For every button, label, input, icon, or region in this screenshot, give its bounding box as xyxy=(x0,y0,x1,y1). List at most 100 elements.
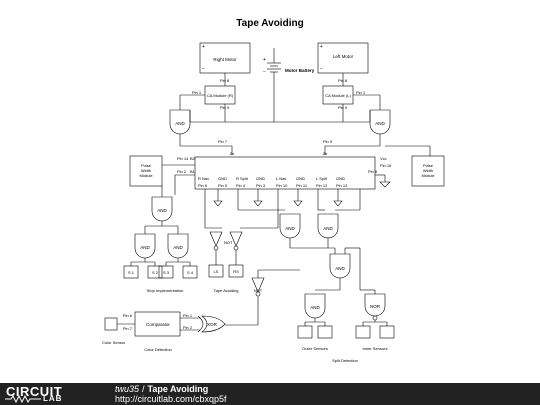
comparator-box xyxy=(134,311,181,337)
nor-gate-label: NOR xyxy=(370,304,381,309)
sensor-label: R Nav xyxy=(198,176,209,181)
and-gate-outer xyxy=(304,293,326,319)
ca-module-l-label: CA Module (L) xyxy=(325,93,351,98)
footer-url-link[interactable]: http://circuitlab.com/cbxqp5f xyxy=(115,394,227,404)
pin-label: Pin 7 xyxy=(218,139,228,144)
pwm-box-right xyxy=(411,155,445,187)
pin-label: Pin 13 xyxy=(336,183,348,188)
ground-symbol xyxy=(253,200,263,207)
pin-label: Pin 2 xyxy=(183,325,193,330)
section-inner-sensors: Inner Sensors xyxy=(363,346,388,351)
inner-sensor-box xyxy=(355,325,371,339)
net-label-zx: Zx xyxy=(230,151,234,156)
section-split-detection: Split Detection xyxy=(332,358,358,363)
and-gate-label: AND xyxy=(310,305,320,310)
sensor-label: GND xyxy=(296,176,305,181)
pwm-left-line1: Pulse xyxy=(141,163,152,168)
pin-label: Pin 3 xyxy=(256,183,266,188)
pin-label: Pin 1 xyxy=(192,90,202,95)
footer-circuit-title[interactable]: Tape Avoiding xyxy=(147,384,209,394)
pin-label: Pin 9 xyxy=(323,139,333,144)
ground-symbol xyxy=(379,181,391,188)
pin-label: Pin 1 xyxy=(183,313,193,318)
and-gate-stop-left xyxy=(134,233,156,259)
rs-box xyxy=(228,264,244,278)
outer-sensor-box xyxy=(317,325,333,339)
outer-sensor-box xyxy=(297,325,313,339)
not-gate-tape-right xyxy=(229,231,243,247)
diagram-title: Tape Avoiding xyxy=(236,18,303,29)
pwm-left-line2: Width xyxy=(141,168,151,173)
switch-box-s1 xyxy=(123,265,139,279)
sensor-label: GND xyxy=(336,176,345,181)
pin-label: Pin 6 xyxy=(123,313,133,318)
and-gate-label: AND xyxy=(335,266,345,271)
polarity-plus: + xyxy=(202,44,205,50)
polarity-minus: − xyxy=(320,66,323,72)
not-gate-tape-left xyxy=(209,231,223,247)
pin-label: Pin 2 xyxy=(177,169,187,174)
net-label-zb: Zb xyxy=(323,151,328,156)
net-label-b2: B2 xyxy=(190,156,196,161)
switch-label: S 3 xyxy=(163,270,170,275)
footer-bar: CIRCUIT LAB twu35/Tape Avoiding http://c… xyxy=(0,383,540,405)
ground-symbol xyxy=(293,200,303,207)
pwm-box-left xyxy=(129,155,163,187)
not-gate-label: NOT xyxy=(224,240,233,245)
color-sensor-box xyxy=(104,317,118,331)
pin-label: Pin 1 xyxy=(356,90,366,95)
switch-box-s2 xyxy=(147,265,163,279)
motor-battery-label: Motor Battery xyxy=(285,68,315,73)
logo-text-top: CIRCUIT xyxy=(6,384,63,399)
and-gate-mid-left xyxy=(279,213,301,239)
inner-sensor-box xyxy=(379,325,395,339)
section-color-sensor: Color Sensor xyxy=(102,340,126,345)
and-gate-label: AND xyxy=(157,208,167,213)
and-gate-right xyxy=(369,109,391,135)
and-gate-label: AND xyxy=(285,226,295,231)
not-gate-label: NOT xyxy=(254,288,263,293)
ground-symbol xyxy=(333,200,343,207)
net-label-vcc: Vcc xyxy=(380,156,387,161)
right-motor-label: Right Motor xyxy=(213,57,237,62)
and-gate-stop-right xyxy=(167,233,189,259)
pin-label: Pin 4 xyxy=(236,183,246,188)
nor-gate-inner xyxy=(364,293,386,317)
comparator-label: Comparator xyxy=(146,322,170,327)
schematic-diagram: + − + − + − Tape Avoiding Right Motor Le… xyxy=(102,18,445,363)
rs-label: RS xyxy=(233,269,239,274)
pin-label: Pin 8 xyxy=(220,78,230,83)
footer-title-line: twu35/Tape Avoiding xyxy=(115,384,208,394)
switch-box-s4 xyxy=(182,265,198,279)
pin-label: Pin 8 xyxy=(338,78,348,83)
pin-label: Pin 6 xyxy=(198,183,208,188)
controller-chip-box xyxy=(194,156,376,190)
and-gate-label: AND xyxy=(140,245,150,250)
polarity-plus: + xyxy=(263,57,266,63)
polarity-minus: − xyxy=(263,69,266,75)
pwm-left-line3: Module xyxy=(139,173,153,178)
xor-gate xyxy=(201,315,226,333)
pwm-right-line2: Width xyxy=(423,168,433,173)
author-username[interactable]: twu35 xyxy=(115,384,140,394)
switch-label: S 4 xyxy=(187,270,194,275)
polarity-minus: − xyxy=(202,66,205,72)
sensor-label: L Nav xyxy=(276,176,286,181)
pin-label: Pin 8 xyxy=(368,169,378,174)
pin-label: Pin 16 xyxy=(380,163,392,168)
pin-label: Pin 11 xyxy=(296,183,308,188)
circuitlab-logo[interactable]: CIRCUIT LAB xyxy=(3,384,95,404)
and-gate-label: AND xyxy=(173,245,183,250)
left-motor-label: Left Motor xyxy=(333,54,354,59)
ca-module-r-label: CA Module (R) xyxy=(207,93,234,98)
pwm-right-line1: Pulse xyxy=(423,163,434,168)
sensor-label: GND xyxy=(218,176,227,181)
switch-label: S 2 xyxy=(152,270,159,275)
sensor-label: GND xyxy=(256,176,265,181)
resistor-squiggle-icon xyxy=(5,395,41,403)
pin-label: Pin 7 xyxy=(123,326,133,331)
pin-label: Pin 5 xyxy=(218,183,228,188)
nor-gate-bubble xyxy=(372,315,378,321)
polarity-plus: + xyxy=(320,44,323,50)
pwm-right-line3: Module xyxy=(421,173,435,178)
